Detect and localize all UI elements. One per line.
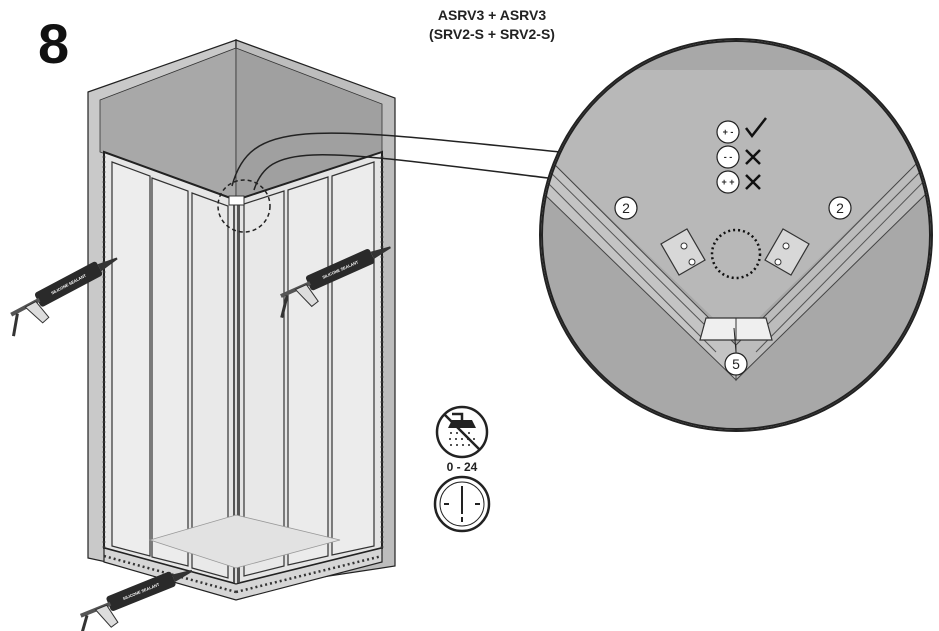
corner-post-highlight — [235, 200, 237, 586]
silicone-gun-bottom: SILICONE SEALANT — [79, 569, 193, 631]
callout-right: 2 — [828, 196, 852, 220]
left-door-glass-3 — [191, 192, 229, 579]
curing-time-label: 0 - 24 — [446, 460, 478, 474]
model-title: ASRV3 + ASRV3 (SRV2-S + SRV2-S) — [392, 6, 592, 44]
step-number: 8 — [38, 12, 70, 75]
left-door-glass-1 — [111, 161, 151, 557]
check-icon — [745, 117, 767, 139]
callout-bottom: 5 — [724, 352, 748, 376]
svg-text:+ +: + + — [721, 177, 734, 187]
tray-floor — [148, 514, 341, 569]
no-shower-icon — [435, 405, 489, 459]
svg-text:- -: - - — [724, 152, 733, 162]
top-corner-bracket — [228, 195, 245, 206]
focus-circle — [710, 228, 762, 280]
cross-icon — [745, 174, 761, 190]
orientation-incorrect-1: - - — [716, 145, 761, 169]
right-door-glass-3 — [331, 161, 375, 556]
clock-icon — [433, 475, 491, 533]
left-door-glass-2 — [151, 177, 189, 567]
svg-text:5: 5 — [732, 356, 740, 372]
svg-text:2: 2 — [836, 200, 844, 216]
callout-left: 2 — [614, 196, 638, 220]
orientation-correct: + - — [716, 117, 767, 144]
svg-text:+ -: + - — [723, 127, 734, 137]
orientation-incorrect-2: + + — [716, 170, 761, 194]
model-title-line1: ASRV3 + ASRV3 — [437, 7, 547, 23]
shower-enclosure — [87, 39, 396, 601]
detail-connector — [231, 132, 561, 187]
corner-highlight-circle — [217, 179, 271, 233]
right-door-glass-2 — [287, 176, 329, 566]
detail-magnifier — [539, 38, 933, 432]
svg-text:2: 2 — [622, 200, 630, 216]
right-door-glass-1 — [243, 190, 285, 577]
shower-tray — [103, 547, 383, 601]
detail-connector-lower — [253, 154, 549, 191]
silicone-bead-base-right — [235, 554, 383, 594]
model-title-line2: (SRV2-S + SRV2-S) — [429, 26, 555, 42]
cross-icon — [745, 149, 761, 165]
